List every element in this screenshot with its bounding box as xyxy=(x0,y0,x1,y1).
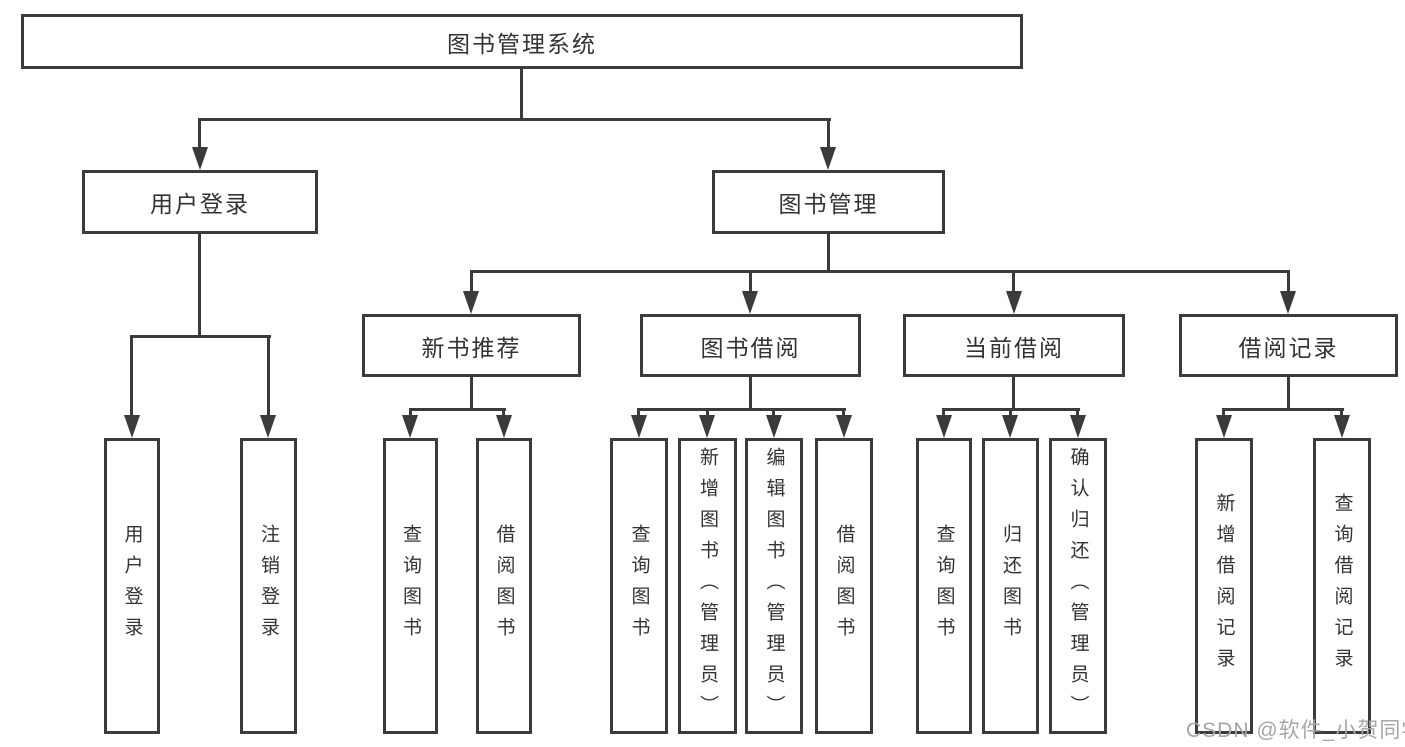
connector-branch xyxy=(637,408,846,411)
leaf-edit-books-admin: 编辑图书（管理员） xyxy=(745,438,803,734)
arrowhead-down-icon xyxy=(836,415,852,438)
arrowhead-down-icon xyxy=(1002,415,1018,438)
connector-drop xyxy=(1076,408,1079,418)
node-label: 查询借阅记录 xyxy=(1331,493,1353,679)
connector-stem xyxy=(520,68,523,121)
node-label: 借阅图书 xyxy=(493,524,515,648)
connector-drop xyxy=(827,118,830,150)
connector-stem xyxy=(198,233,201,338)
node-label: 编辑图书（管理员） xyxy=(763,446,785,726)
connector-branch xyxy=(470,270,1290,273)
connector-drop xyxy=(749,270,752,294)
connector-drop xyxy=(130,335,133,418)
leaf-return-books: 归还图书 xyxy=(982,438,1039,734)
node-label: 查询图书 xyxy=(933,524,955,648)
node-label: 用户登录 xyxy=(121,524,143,648)
connector-branch xyxy=(1222,408,1344,411)
node-label: 图书管理系统 xyxy=(447,30,597,57)
connector-drop xyxy=(267,335,270,418)
node-user-login: 用户登录 xyxy=(82,170,318,234)
arrowhead-down-icon xyxy=(402,415,418,438)
node-label: 当前借阅 xyxy=(964,334,1064,361)
connector-stem xyxy=(1287,377,1290,411)
node-label: 确认归还（管理员） xyxy=(1067,446,1089,726)
node-label: 借阅记录 xyxy=(1238,334,1339,361)
connector-drop xyxy=(409,408,412,418)
arrowhead-down-icon xyxy=(936,415,952,438)
arrowhead-down-icon xyxy=(699,415,715,438)
connector-branch xyxy=(409,408,506,411)
arrowhead-down-icon xyxy=(260,415,276,438)
node-label: 查询图书 xyxy=(400,524,421,648)
node-label: 新增图书（管理员） xyxy=(697,446,718,726)
arrowhead-down-icon xyxy=(1280,291,1296,314)
node-current-borrowing: 当前借阅 xyxy=(903,314,1125,377)
connector-drop xyxy=(706,408,709,418)
node-book-management: 图书管理 xyxy=(712,170,945,234)
leaf-query-borrow-record: 查询借阅记录 xyxy=(1313,438,1371,734)
connector-drop xyxy=(942,408,945,418)
arrowhead-down-icon xyxy=(820,147,836,170)
connector-drop xyxy=(1340,408,1343,418)
leaf-add-borrow-record: 新增借阅记录 xyxy=(1195,438,1253,734)
node-label: 新书推荐 xyxy=(421,334,522,361)
node-library-management-system: 图书管理系统 xyxy=(21,14,1023,69)
arrowhead-down-icon xyxy=(1006,291,1022,314)
arrowhead-down-icon xyxy=(124,415,140,438)
arrowhead-down-icon xyxy=(1216,415,1232,438)
arrowhead-down-icon xyxy=(463,291,479,314)
node-label: 用户登录 xyxy=(150,191,250,217)
connector-stem xyxy=(1012,377,1015,411)
connector-stem xyxy=(827,233,830,273)
leaf-confirm-return-admin: 确认归还（管理员） xyxy=(1049,438,1107,734)
connector-drop xyxy=(502,408,505,418)
connector-drop xyxy=(198,118,201,150)
leaf-add-books-admin: 新增图书（管理员） xyxy=(678,438,737,734)
leaf-query-books-recommend: 查询图书 xyxy=(383,438,438,734)
leaf-query-books-borrowing: 查询图书 xyxy=(610,438,668,734)
arrowhead-down-icon xyxy=(496,415,512,438)
connector-branch xyxy=(198,118,831,121)
leaf-user-login: 用户登录 xyxy=(104,438,160,734)
node-label: 注销登录 xyxy=(258,524,279,648)
node-book-borrowing: 图书借阅 xyxy=(640,314,861,377)
arrowhead-down-icon xyxy=(1334,415,1350,438)
leaf-borrow-books-recommend: 借阅图书 xyxy=(476,438,532,734)
connector-branch xyxy=(130,335,271,338)
connector-drop xyxy=(470,270,473,294)
node-label: 归还图书 xyxy=(1000,524,1021,648)
connector-drop xyxy=(1222,408,1225,418)
node-label: 图书借阅 xyxy=(700,334,801,361)
leaf-borrow-books-borrowing: 借阅图书 xyxy=(815,438,873,734)
connector-drop xyxy=(1009,408,1012,418)
connector-drop xyxy=(637,408,640,418)
node-label: 新增借阅记录 xyxy=(1213,493,1235,679)
leaf-query-books-current: 查询图书 xyxy=(916,438,972,734)
node-label: 查询图书 xyxy=(628,524,650,648)
arrowhead-down-icon xyxy=(631,415,647,438)
csdn-watermark: CSDN @软件_小贺同学 xyxy=(1186,719,1405,742)
connector-drop xyxy=(772,408,775,418)
node-borrowing-records: 借阅记录 xyxy=(1179,314,1398,377)
node-new-book-recommend: 新书推荐 xyxy=(362,314,581,377)
connector-drop xyxy=(1287,270,1290,294)
arrowhead-down-icon xyxy=(766,415,782,438)
connector-drop xyxy=(1012,270,1015,294)
node-label: 借阅图书 xyxy=(833,524,855,648)
arrowhead-down-icon xyxy=(742,291,758,314)
node-label: 图书管理 xyxy=(778,191,879,217)
leaf-logout: 注销登录 xyxy=(240,438,297,734)
connector-drop xyxy=(842,408,845,418)
connector-stem xyxy=(470,377,473,411)
connector-stem xyxy=(749,377,752,411)
arrowhead-down-icon xyxy=(1070,415,1086,438)
arrowhead-down-icon xyxy=(192,147,208,170)
